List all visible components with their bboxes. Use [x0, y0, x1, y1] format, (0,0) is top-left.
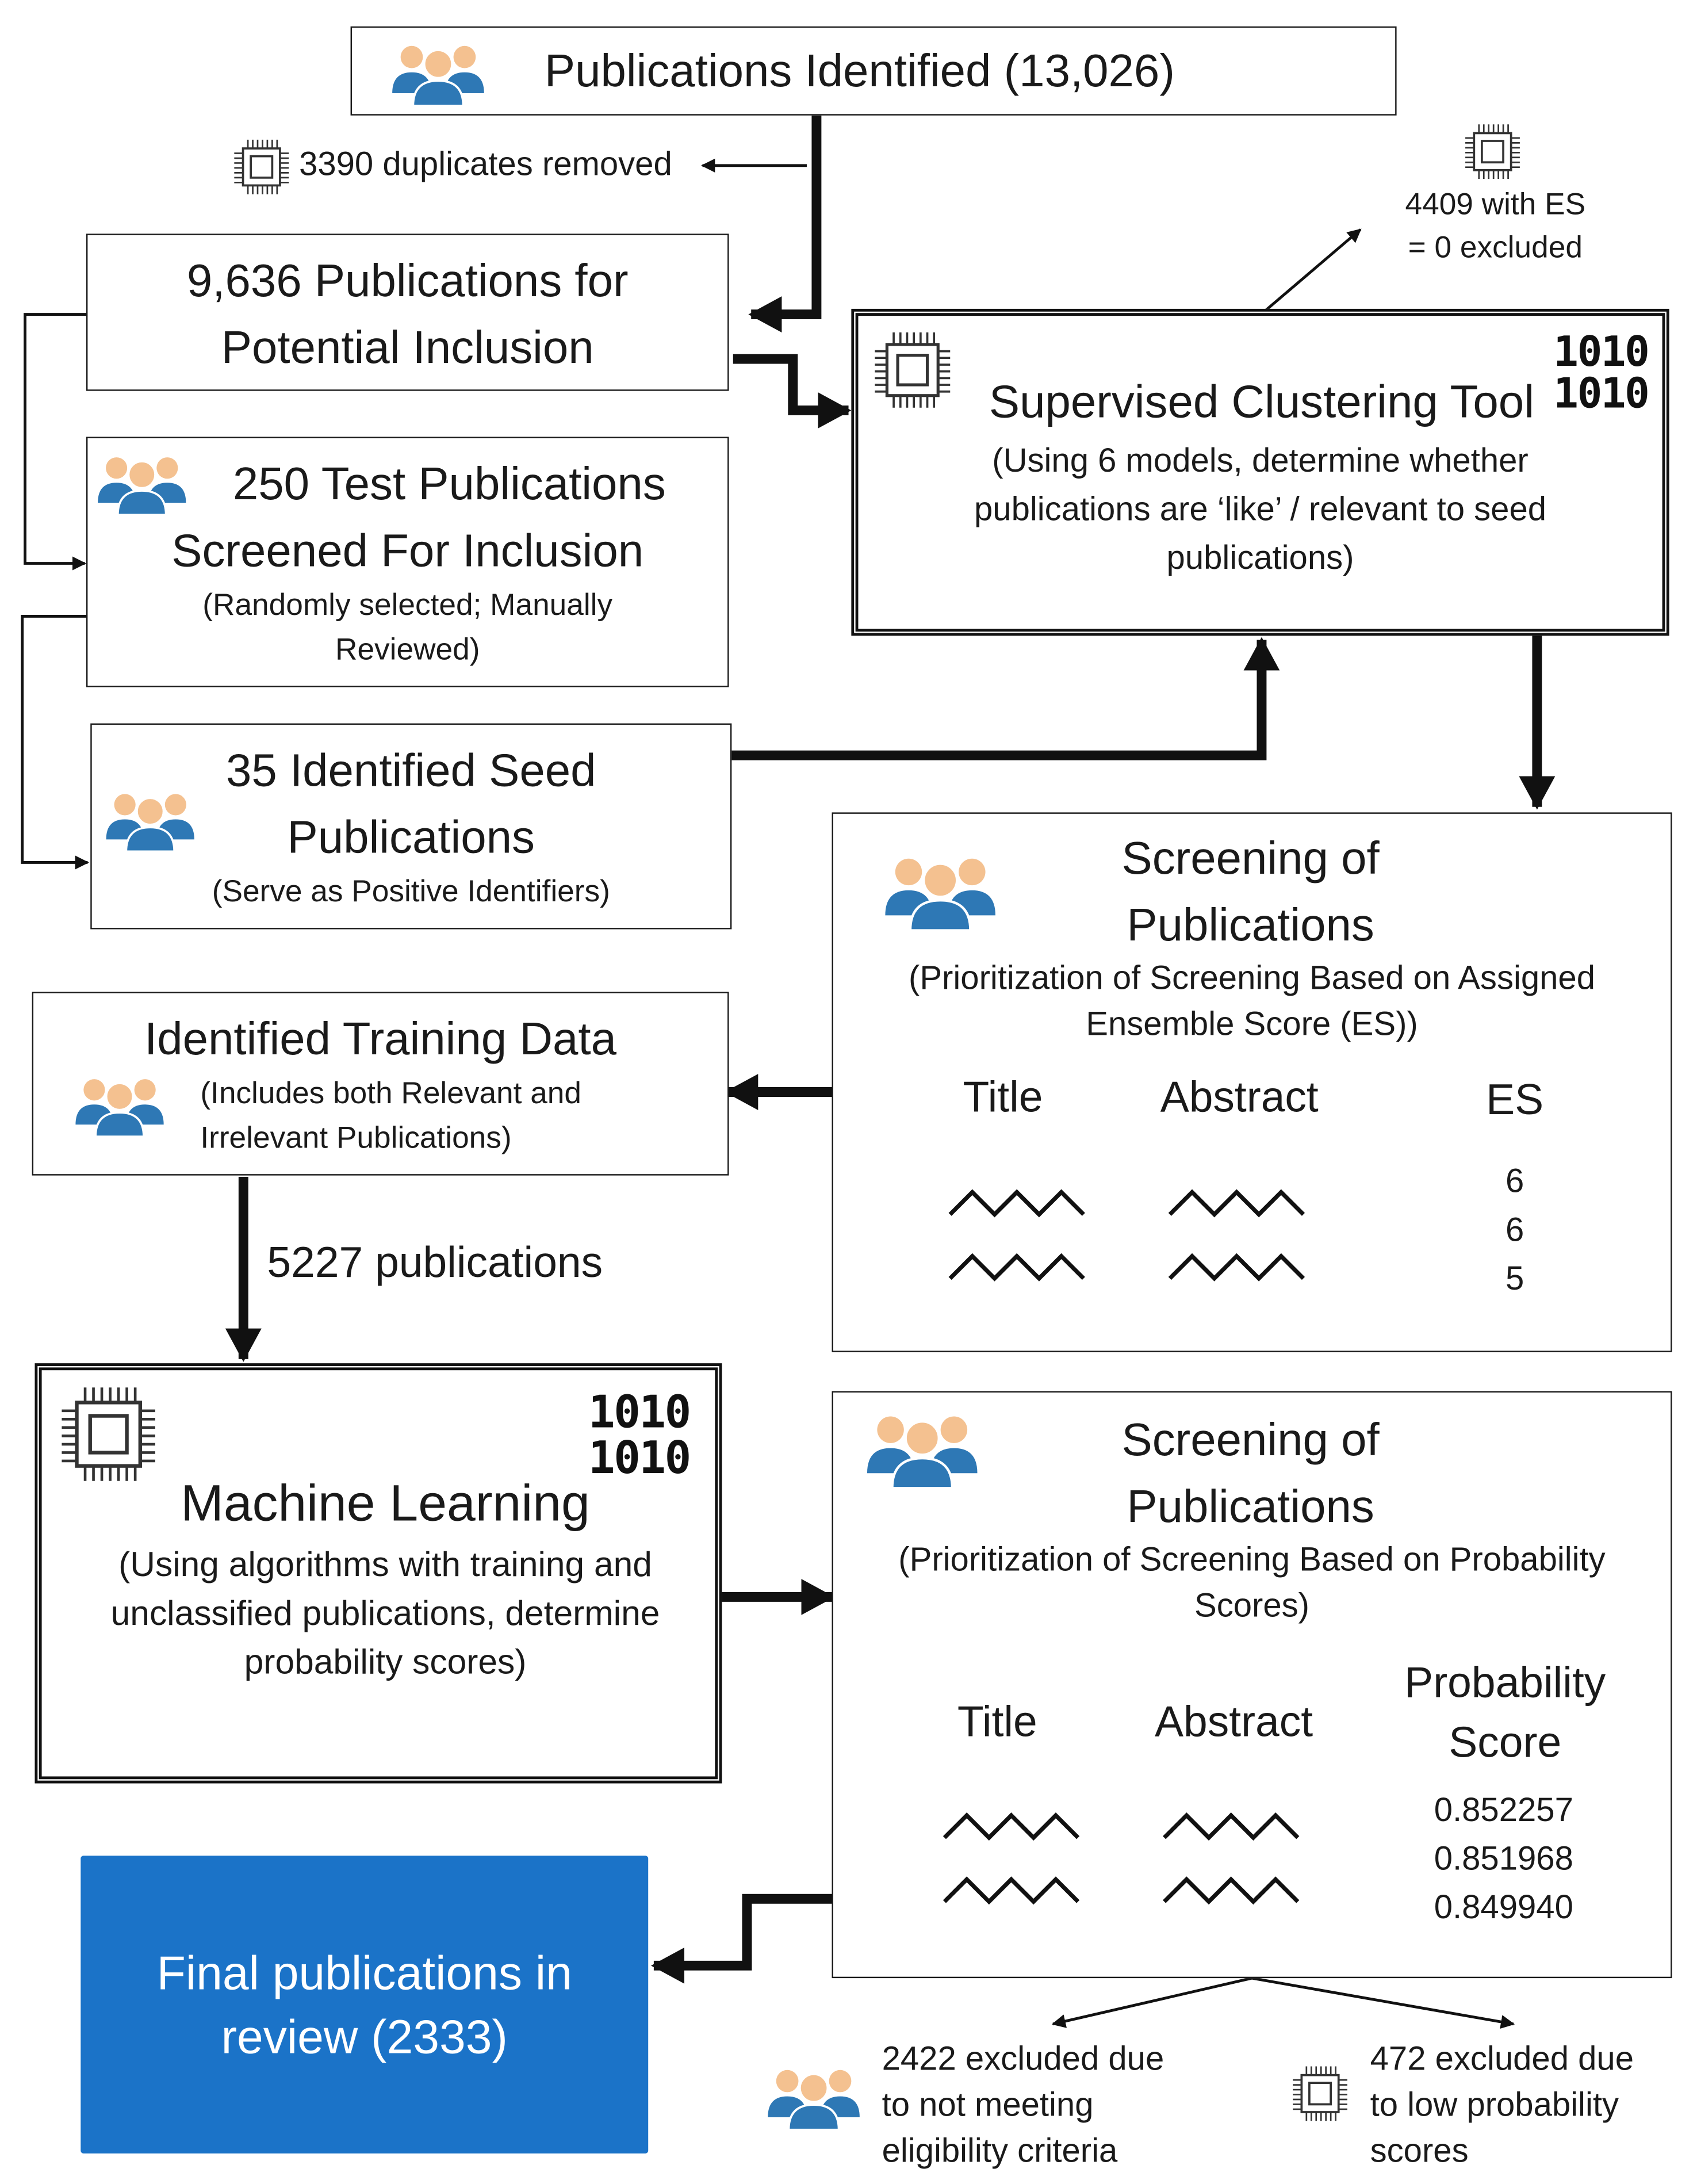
screening1-title-1: Screening of: [1121, 832, 1380, 883]
binary-icon: 1010 1010: [588, 1385, 691, 1485]
duplicates-removed-note: 3390 duplicates removed: [299, 146, 672, 184]
test-sub-1: (Randomly selected; Manually: [202, 587, 613, 622]
potential-line-1: 9,636 Publications for: [186, 254, 629, 307]
es-score: 6: [1506, 1162, 1524, 1201]
clustering-sub-2: publications are ‘like’ / relevant to se…: [974, 491, 1547, 529]
clustering-tool-box: 1010 1010 Supervised Clustering Tool (Us…: [851, 308, 1669, 636]
squiggle-icon: [1167, 1250, 1306, 1284]
binary-icon: 1010 1010: [1553, 328, 1650, 419]
identified-box: Publications Identified (13,026): [350, 26, 1397, 116]
final-line-2: review (2333): [221, 2011, 508, 2065]
screening-es-box: Screening of Publications (Prioritizatio…: [832, 812, 1672, 1352]
connector-potential-to-test: [24, 313, 88, 571]
screening1-col-title: Title: [963, 1072, 1043, 1122]
arrow-screening2-to-final: [651, 1894, 835, 1984]
seed-publications-box: 35 Identified Seed Publications (Serve a…: [90, 723, 732, 930]
ml-sub-2: unclassified publications, determine: [110, 1594, 660, 1634]
machine-learning-box: 1010 1010 Machine Learning (Using algori…: [35, 1363, 722, 1784]
clustering-title: Supervised Clustering Tool: [989, 375, 1534, 427]
probability-score: 0.852257: [1434, 1792, 1573, 1830]
squiggle-icon: [1162, 1810, 1301, 1843]
training-title: Identified Training Data: [144, 1012, 617, 1065]
probability-score: 0.851968: [1434, 1840, 1573, 1878]
ml-sub-3: probability scores): [244, 1643, 527, 1682]
es-excluded-1: 4409 with ES: [1405, 186, 1586, 221]
squiggle-icon: [947, 1250, 1086, 1284]
screening2-col-abstract: Abstract: [1155, 1697, 1313, 1746]
es-excluded-2: = 0 excluded: [1408, 230, 1583, 265]
screening2-title-2: Publications: [1127, 1480, 1374, 1532]
ml-title: Machine Learning: [181, 1474, 590, 1532]
training-sub-2: Irrelevant Publications): [200, 1119, 512, 1155]
final-line-1: Final publications in: [156, 1947, 572, 2001]
squiggle-icon: [942, 1810, 1081, 1843]
chip-icon: [232, 137, 291, 196]
arrow-potential-to-clustering: [733, 354, 852, 429]
people-icon: [765, 2061, 862, 2131]
squiggle-icon: [1167, 1187, 1306, 1220]
training-count-label: 5227 publications: [267, 1238, 603, 1287]
test-sub-2: Reviewed): [335, 631, 480, 667]
test-publications-box: 250 Test Publications Screened For Inclu…: [86, 437, 729, 687]
seed-sub: (Serve as Positive Identifiers): [212, 873, 610, 909]
excluded-eligibility-2: to not meeting: [882, 2086, 1094, 2125]
arrow-seed-to-clustering: [731, 637, 1280, 760]
probability-score: 0.849940: [1434, 1889, 1573, 1927]
identified-label: Publications Identified (13,026): [544, 44, 1175, 96]
training-sub-1: (Includes both Relevant and: [200, 1075, 582, 1110]
test-title-2: Screened For Inclusion: [171, 524, 644, 576]
training-data-box: Identified Training Data (Includes both …: [32, 992, 729, 1176]
chip-icon: [59, 1384, 159, 1484]
screening1-title-2: Publications: [1127, 898, 1374, 950]
screening1-col-es: ES: [1486, 1075, 1544, 1124]
arrow-identified-to-potential: [748, 115, 822, 333]
people-icon: [864, 1406, 980, 1490]
arrow-excluded-probability: [1251, 1976, 1515, 2029]
screening2-title-1: Screening of: [1121, 1413, 1380, 1465]
chip-icon: [872, 330, 953, 410]
arrow-es-excluded: [1265, 228, 1362, 312]
chip-icon: [1464, 123, 1522, 181]
people-icon: [389, 37, 487, 107]
squiggle-icon: [1162, 1874, 1301, 1907]
excluded-probability-3: scores: [1370, 2132, 1469, 2170]
test-title-1: 250 Test Publications: [232, 457, 666, 510]
squiggle-icon: [947, 1187, 1086, 1220]
screening1-sub-1: (Prioritization of Screening Based on As…: [908, 959, 1596, 998]
potential-inclusion-box: 9,636 Publications for Potential Inclusi…: [86, 234, 729, 391]
seed-title-2: Publications: [287, 810, 535, 863]
es-score: 6: [1506, 1211, 1524, 1249]
screening1-col-abstract: Abstract: [1160, 1072, 1319, 1122]
connector-test-to-seed: [21, 614, 89, 870]
screening1-sub-2: Ensemble Score (ES)): [1086, 1005, 1418, 1043]
excluded-probability-2: to low probability: [1370, 2086, 1619, 2125]
es-score: 5: [1506, 1260, 1524, 1298]
excluded-probability-1: 472 excluded due: [1370, 2040, 1634, 2079]
screening2-col-score-1: Probability: [1404, 1658, 1606, 1707]
people-icon: [72, 1071, 167, 1138]
ml-sub-1: (Using algorithms with training and: [118, 1545, 652, 1585]
chip-icon: [1291, 2064, 1350, 2123]
screening2-col-score-2: Score: [1449, 1718, 1562, 1767]
excluded-eligibility-1: 2422 excluded due: [882, 2040, 1164, 2079]
final-publications-box: Final publications in review (2333): [81, 1856, 649, 2154]
screening2-sub-1: (Prioritization of Screening Based on Pr…: [898, 1541, 1606, 1579]
potential-line-2: Potential Inclusion: [221, 321, 594, 373]
squiggle-icon: [942, 1874, 1081, 1907]
screening2-col-title: Title: [957, 1697, 1037, 1746]
excluded-eligibility-3: eligibility criteria: [882, 2132, 1118, 2170]
screening2-sub-2: Scores): [1194, 1587, 1310, 1625]
clustering-sub-1: (Using 6 models, determine whether: [992, 442, 1529, 480]
screening-probability-box: Screening of Publications (Prioritizatio…: [832, 1391, 1672, 1979]
clustering-sub-3: publications): [1166, 540, 1354, 577]
arrow-excluded-eligibility: [1051, 1976, 1252, 2028]
seed-title-1: 35 Identified Seed: [225, 744, 596, 796]
